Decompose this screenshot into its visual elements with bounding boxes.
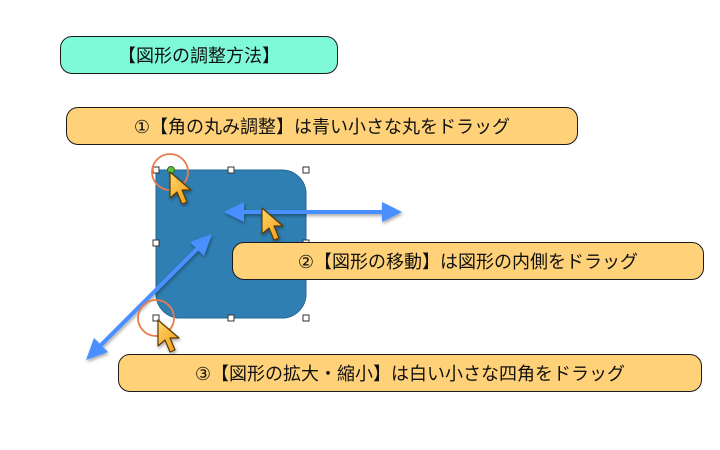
resize-handles[interactable] [152,166,310,322]
cursor-arrow-icon [169,171,192,205]
cursor-arrow-icon [261,207,284,241]
instruction-resize: ③【図形の拡大・縮小】は白い小さな四角をドラッグ [118,354,702,392]
instruction-corner-radius: ①【角の丸み調整】は青い小さな丸をドラッグ [66,107,578,145]
highlight-circle-handle [137,299,175,337]
resize-arrow-icon [86,234,212,360]
cursor-arrow-icon [157,319,180,353]
page-title: 【図形の調整方法】 [60,36,338,74]
instruction-move: ②【図形の移動】は図形の内側をドラッグ [232,242,704,280]
rounded-shape[interactable] [155,169,307,319]
